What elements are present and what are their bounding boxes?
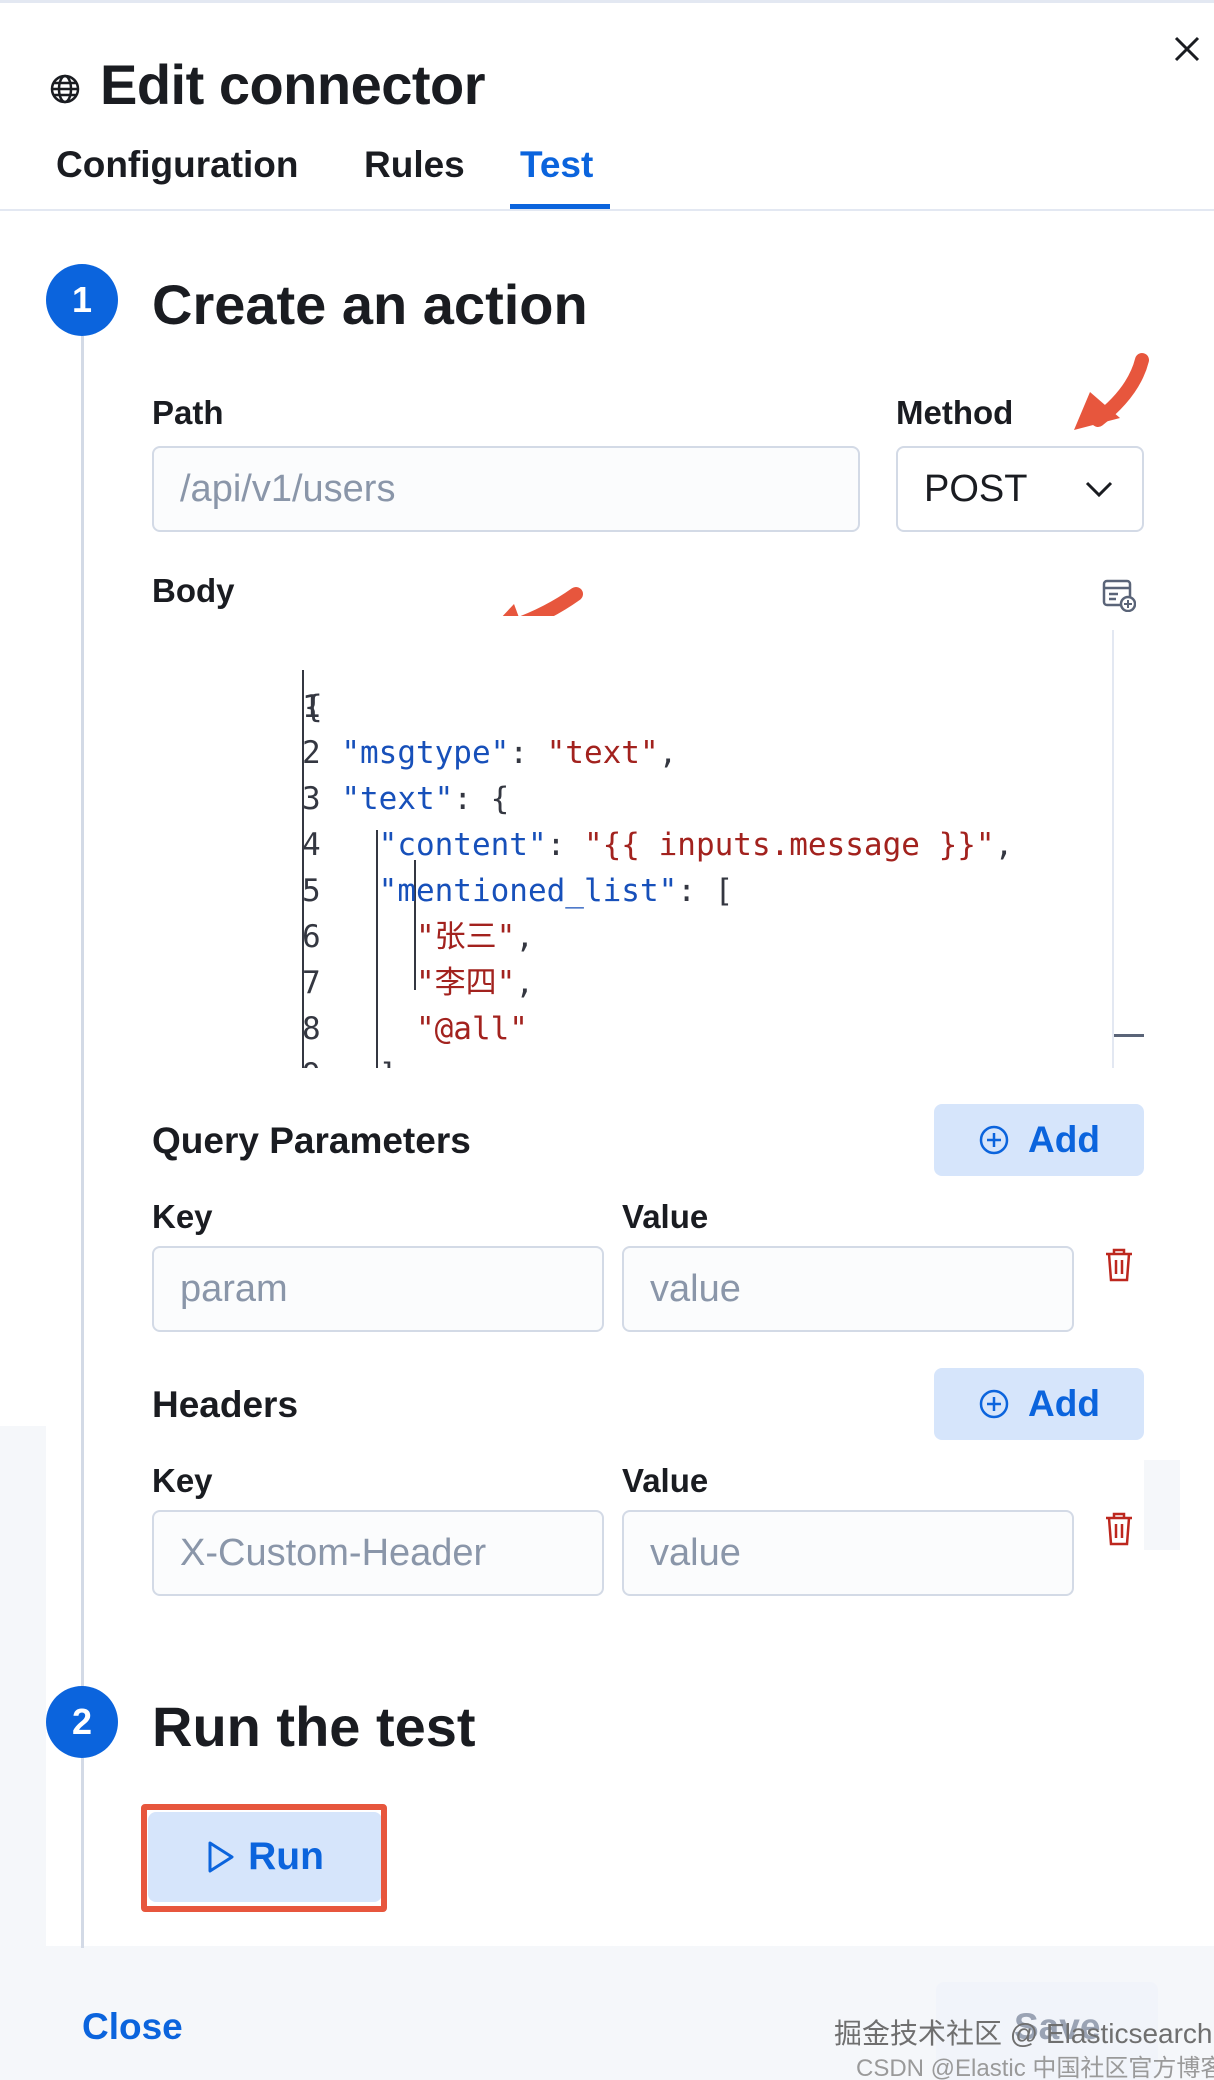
run-button-label: Run: [248, 1835, 324, 1878]
headers-title: Headers: [152, 1384, 299, 1425]
path-input[interactable]: /api/v1/users: [152, 446, 860, 532]
indent-guide: [376, 830, 378, 1068]
query-parameters-title: Query Parameters: [152, 1120, 471, 1161]
globe-icon: [50, 74, 80, 104]
header-value-label: Value: [622, 1462, 709, 1499]
step-title-create-action: Create an action: [152, 273, 588, 336]
code-line: 4 "content": "{{ inputs.message }}",: [301, 827, 1014, 863]
trash-icon[interactable]: [1103, 1511, 1135, 1547]
plus-circle-icon: [979, 1389, 1009, 1419]
query-key-label: Key: [152, 1198, 213, 1235]
chevron-down-icon: [1085, 481, 1113, 498]
path-label: Path: [152, 394, 224, 431]
code-line: 3 "text": {: [301, 781, 510, 817]
add-query-parameter-button[interactable]: Add: [934, 1104, 1144, 1176]
step-number-2: 2: [46, 1686, 118, 1758]
editor-scrollbar-thumb[interactable]: [1114, 1034, 1144, 1037]
tab-test[interactable]: Test: [520, 144, 594, 185]
watermark-text: CSDN @Elastic 中国社区官方博客: [856, 2055, 1214, 2080]
annotation-highlight-box: [141, 1804, 387, 1912]
background-panel: [0, 1426, 46, 1946]
header-key-input[interactable]: X-Custom-Header: [152, 1510, 604, 1596]
background-panel: [1144, 1460, 1180, 1550]
header-key-label: Key: [152, 1462, 213, 1499]
plus-circle-icon: [979, 1125, 1009, 1155]
save-button-label: Save: [1014, 2006, 1101, 2047]
code-line: 2 "msgtype": "text",: [301, 735, 678, 771]
save-button[interactable]: [936, 1982, 1158, 2080]
add-header-button[interactable]: Add: [934, 1368, 1144, 1440]
body-code-editor[interactable]: 1{ 2 "msgtype": "text", 3 "text": { 4 "c…: [152, 616, 1144, 1068]
method-value: POST: [924, 467, 1028, 510]
active-tab-indicator: [510, 204, 610, 209]
tab-rules[interactable]: Rules: [364, 144, 465, 185]
trash-icon[interactable]: [1103, 1247, 1135, 1283]
code-line: 9 ],: [152, 1006, 1144, 1068]
step-number-1: 1: [46, 264, 118, 336]
code-line: 1{: [301, 689, 323, 725]
body-label: Body: [152, 572, 235, 609]
step-connector-line: [81, 336, 84, 1704]
header-value-input[interactable]: value: [622, 1510, 1074, 1596]
flyout-title: Edit connector: [100, 53, 486, 116]
tabs-divider: [0, 209, 1214, 211]
step-connector-line: [81, 1758, 84, 1948]
editor-scrollbar-track[interactable]: [1112, 630, 1114, 1068]
step-title-run-test: Run the test: [152, 1695, 476, 1758]
annotation-arrow-icon: [1074, 353, 1149, 430]
query-value-label: Value: [622, 1198, 709, 1235]
add-button-label: Add: [1028, 1119, 1100, 1160]
method-select[interactable]: POST: [896, 446, 1144, 532]
add-button-label: Add: [1028, 1383, 1100, 1424]
close-icon[interactable]: [1168, 30, 1208, 70]
code-line: 7 "李四",: [301, 965, 534, 1001]
query-value-input[interactable]: value: [622, 1246, 1074, 1332]
top-border: [0, 0, 1214, 3]
code-line: 10 "mentioned_mobile_list": [: [152, 1052, 1144, 1068]
code-line: 5 "mentioned_list": [: [301, 873, 734, 909]
run-button[interactable]: Run: [148, 1812, 382, 1902]
code-line: 6 "张三",: [301, 919, 534, 955]
watermark-text: 掘金技术社区 @ Elasticsearch: [834, 2018, 1213, 2049]
tab-configuration[interactable]: Configuration: [56, 144, 299, 185]
indent-guide: [414, 860, 416, 990]
code-line: 8 "@all": [301, 1011, 528, 1047]
indent-guide: [302, 670, 304, 1068]
insert-variable-icon[interactable]: [1102, 578, 1136, 612]
query-key-input[interactable]: param: [152, 1246, 604, 1332]
play-icon: [208, 1841, 234, 1873]
method-label: Method: [896, 394, 1014, 431]
close-button[interactable]: Close: [82, 2006, 183, 2047]
